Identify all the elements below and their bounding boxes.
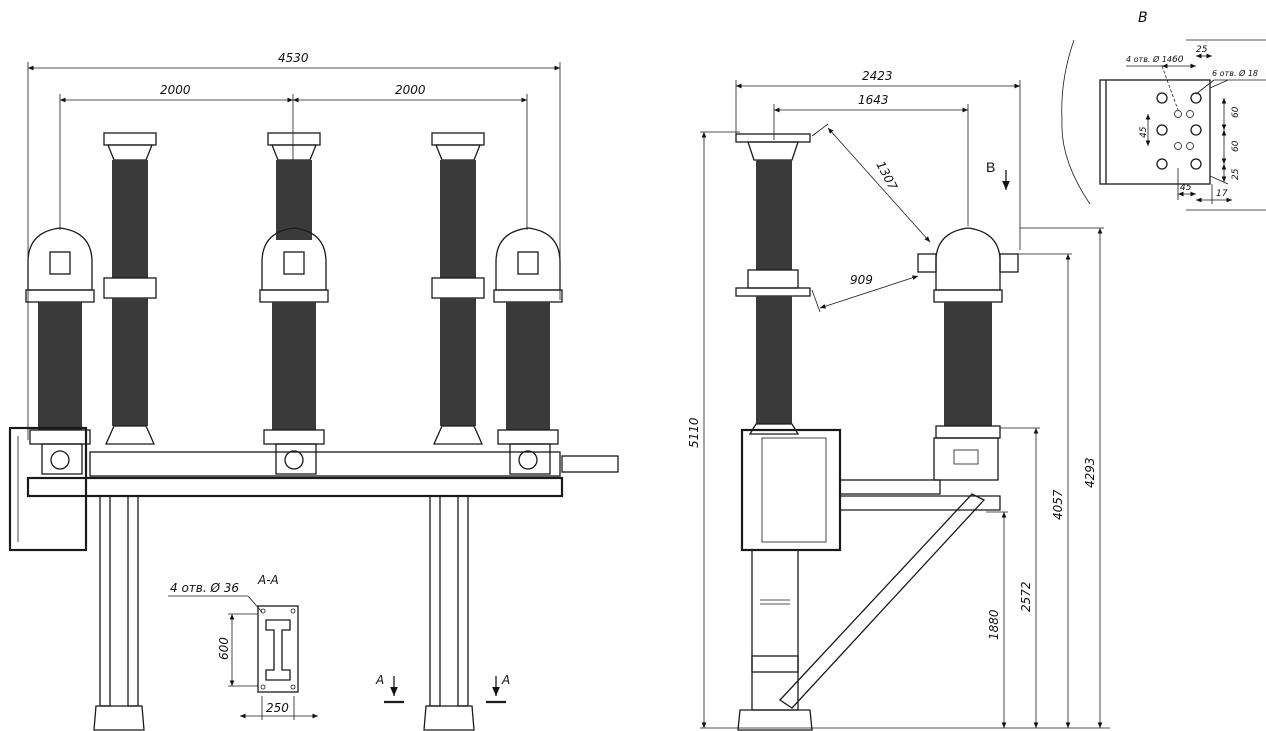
support-frame	[26, 476, 564, 498]
detail-title: B	[1138, 10, 1148, 26]
dim-height-base: 2572	[1019, 581, 1033, 612]
section-title: A-A	[257, 573, 279, 587]
detail-hole-pattern	[1156, 92, 1202, 170]
dim-pole-spacing-left: 2000	[160, 83, 191, 97]
dim-total-height: 5110	[687, 417, 701, 448]
cut-marker-left: A	[375, 673, 384, 687]
dim-width-top: 2423	[862, 69, 893, 83]
detail-dim-17-bottom: 17	[1216, 189, 1228, 199]
linkage-tube	[89, 451, 561, 477]
detail-holes-large: 6 отв. Ø 18	[1212, 68, 1258, 78]
section-height: 600	[217, 637, 231, 660]
breaker-pole-right	[493, 227, 563, 475]
support-legs	[93, 495, 475, 731]
section-width: 250	[266, 701, 289, 715]
side-brace	[779, 493, 986, 709]
breaker-pole-center	[259, 227, 329, 475]
dim-height-support: 1880	[987, 609, 1001, 640]
front-view: 4530 2000 2000	[8, 51, 619, 731]
cut-marker-right: A	[501, 673, 510, 687]
dim-diag-clearance: 1307	[873, 159, 900, 193]
side-support-column	[737, 549, 813, 731]
drive-cabinet	[8, 426, 88, 552]
cut-markers: A A	[375, 673, 510, 704]
insulator-column-1	[103, 132, 157, 445]
detail-dim-60-right-a: 60	[1231, 106, 1241, 118]
section-holes-label: 4 отв. Ø 36	[170, 581, 239, 595]
dim-overall-width: 4530	[278, 51, 309, 65]
dim-pole-spacing-right: 2000	[395, 83, 426, 97]
dim-width-inner: 1643	[858, 93, 889, 107]
dim-phase-clearance: 909	[850, 273, 873, 287]
dim-height-terminal: 4057	[1051, 489, 1065, 520]
detail-dim-60-right-b: 60	[1231, 140, 1241, 152]
detail-dim-25-top: 25	[1196, 45, 1208, 55]
side-drive-cabinet	[740, 428, 842, 552]
insulator-column-3	[431, 132, 485, 445]
section-a-a: A-A 4 отв. Ø 36 600 250	[168, 573, 318, 720]
breaker-pole-left	[25, 227, 95, 475]
detail-dim-45-bottom: 45	[1180, 183, 1192, 193]
detail-dim-45-left: 45	[1139, 126, 1149, 138]
side-view: 2423 1643 1307 909	[687, 69, 1110, 731]
side-breaker-pole	[917, 227, 1019, 481]
dim-height-terminal-top: 4293	[1083, 457, 1097, 488]
detail-b: B 4 отв. Ø 14 6 отв. Ø 18 60 25	[1061, 10, 1266, 211]
view-arrow-label: B	[986, 159, 995, 175]
detail-dim-25-right: 25	[1231, 168, 1241, 180]
side-insulator-column	[735, 133, 811, 435]
insulator-column-2	[267, 132, 321, 240]
detail-holes-small: 4 отв. Ø 14	[1126, 54, 1172, 64]
detail-dim-60-top: 60	[1172, 55, 1184, 65]
side-arm	[839, 479, 941, 495]
